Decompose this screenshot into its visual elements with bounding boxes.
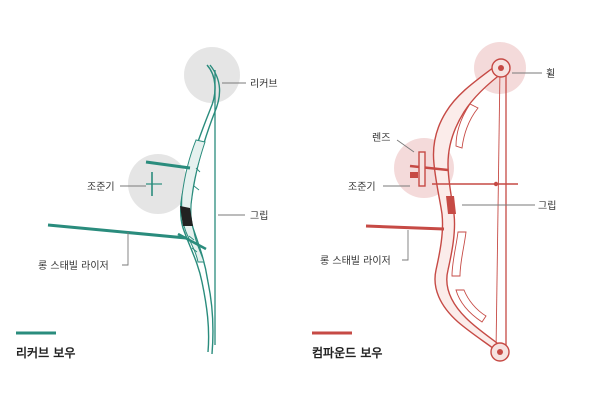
recurve-stabilizer xyxy=(47,223,187,240)
compound-stabilizer-leader xyxy=(402,230,409,261)
recurve-stabilizer-leader xyxy=(122,232,129,266)
compound-lens-label: 렌즈 xyxy=(372,132,390,144)
recurve-riser-body xyxy=(181,139,206,263)
recurve-limb-label: 리커브 xyxy=(250,78,278,90)
recurve-limb-highlight xyxy=(184,47,240,103)
recurve-grip xyxy=(180,206,193,226)
compound-stabilizer xyxy=(365,224,445,231)
recurve-sight-label: 조준기 xyxy=(87,181,115,193)
compound-sight-label: 조준기 xyxy=(348,181,376,193)
compound-grip-label: 그립 xyxy=(538,199,556,212)
recurve-grip-label: 그립 xyxy=(250,209,268,222)
compound-lens-mount xyxy=(410,172,418,178)
compound-grip xyxy=(446,196,456,214)
recurve-sight-bar xyxy=(145,160,191,170)
recurve-stabilizer-label: 롱 스태빌 라이저 xyxy=(38,260,109,272)
compound-bow: 휠 렌즈 조준기 그립 롱 스태빌 라이저 컴파운드 보우 xyxy=(312,42,556,362)
recurve-bow: 리커브 조준기 그립 롱 스태빌 라이저 리커브 보우 xyxy=(16,47,278,360)
compound-lens-leader xyxy=(396,139,415,153)
compound-riser-cutout-top xyxy=(455,103,479,149)
recurve-stabilizer-short xyxy=(177,232,207,251)
compound-legend-label: 컴파운드 보우 xyxy=(312,345,382,360)
compound-wheel-label: 휠 xyxy=(546,67,555,80)
recurve-legend-label: 리커브 보우 xyxy=(16,345,75,360)
recurve-riser-detail xyxy=(188,167,201,253)
compound-arrow-rest xyxy=(493,181,499,187)
compound-cable xyxy=(495,67,501,353)
compound-bottom-wheel-hub xyxy=(497,349,503,355)
compound-lens xyxy=(418,151,426,187)
compound-top-wheel-hub xyxy=(498,65,504,71)
compound-riser-cutout-mid xyxy=(451,231,467,277)
compound-stabilizer-label: 롱 스태빌 라이저 xyxy=(320,255,391,267)
compound-riser-cutout-low xyxy=(455,289,487,323)
compound-sight-bar xyxy=(409,164,449,172)
